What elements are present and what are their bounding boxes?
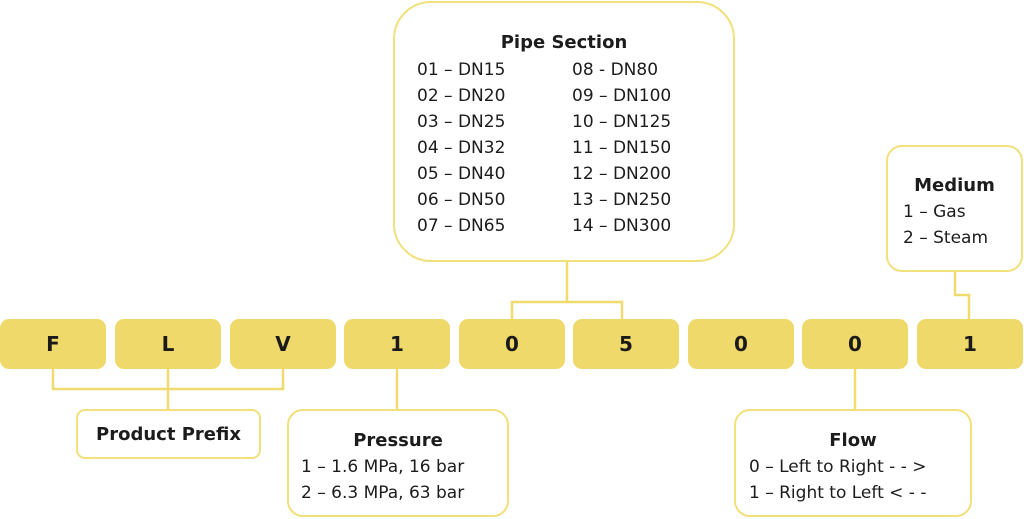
flow-box: Flow 0 – Left to Right - - > 1 – Right t… <box>734 409 972 517</box>
medium-option: 2 – Steam <box>903 228 989 248</box>
pipe-option: 04 – DN32 <box>417 138 506 158</box>
code-char: 1 <box>963 332 977 356</box>
code-char: 5 <box>619 332 633 356</box>
product-prefix-box: Product Prefix <box>76 409 261 459</box>
code-block-flow: 0 <box>802 319 908 369</box>
code-char: F <box>46 332 60 356</box>
flow-options: 0 – Left to Right - - > 1 – Right to Lef… <box>749 454 926 506</box>
code-block-pipe-2: 5 <box>573 319 679 369</box>
pipe-option: 02 – DN20 <box>417 86 506 106</box>
code-char: L <box>161 332 175 356</box>
flow-option: 1 – Right to Left < - - <box>749 483 927 503</box>
pipe-bracket <box>510 300 624 319</box>
pipe-option: 14 – DN300 <box>572 216 672 236</box>
code-block-medium: 1 <box>917 319 1023 369</box>
product-prefix-title: Product Prefix <box>96 423 241 445</box>
code-char: 0 <box>505 332 519 356</box>
code-char: 0 <box>848 332 862 356</box>
medium-option: 1 – Gas <box>903 202 966 222</box>
pressure-options: 1 – 1.6 MPa, 16 bar 2 – 6.3 MPa, 63 bar <box>301 454 464 506</box>
pipe-section-column-2: 08 - DN80 09 – DN100 10 – DN125 11 – DN1… <box>572 57 671 239</box>
pressure-option: 1 – 1.6 MPa, 16 bar <box>301 457 465 477</box>
code-block-pressure: 1 <box>344 319 450 369</box>
pipe-option: 11 – DN150 <box>572 138 672 158</box>
pipe-section-title: Pipe Section <box>500 32 628 53</box>
code-block-l: L <box>115 319 221 369</box>
medium-connector <box>953 272 971 319</box>
pipe-option: 12 – DN200 <box>572 164 672 184</box>
pressure-option: 2 – 6.3 MPa, 63 bar <box>301 483 465 503</box>
code-char: V <box>275 332 291 356</box>
pipe-option: 10 – DN125 <box>572 112 672 132</box>
pipe-option: 05 – DN40 <box>417 164 506 184</box>
code-block-pipe-1: 0 <box>459 319 565 369</box>
pipe-section-column-1: 01 – DN15 02 – DN20 03 – DN25 04 – DN32 … <box>417 57 505 239</box>
medium-title: Medium <box>914 175 995 196</box>
pressure-title: Pressure <box>353 430 443 451</box>
pipe-option: 13 – DN250 <box>572 190 672 210</box>
flow-option: 0 – Left to Right - - > <box>749 457 927 477</box>
pipe-option: 01 – DN15 <box>417 60 506 80</box>
code-block-f: F <box>0 319 106 369</box>
code-char: 0 <box>734 332 748 356</box>
medium-box: Medium 1 – Gas 2 – Steam <box>886 145 1023 272</box>
flow-title: Flow <box>829 430 877 451</box>
pipe-option: 03 – DN25 <box>417 112 506 132</box>
pipe-option: 06 – DN50 <box>417 190 506 210</box>
pipe-option: 07 – DN65 <box>417 216 506 236</box>
code-block-v: V <box>230 319 336 369</box>
pipe-option: 09 – DN100 <box>572 86 672 106</box>
pipe-section-box: Pipe Section 01 – DN15 02 – DN20 03 – DN… <box>393 1 735 262</box>
code-char: 1 <box>390 332 404 356</box>
pressure-box: Pressure 1 – 1.6 MPa, 16 bar 2 – 6.3 MPa… <box>287 409 509 517</box>
pipe-option: 08 - DN80 <box>572 60 659 80</box>
code-block-reserved: 0 <box>688 319 794 369</box>
medium-options: 1 – Gas 2 – Steam <box>903 199 988 251</box>
